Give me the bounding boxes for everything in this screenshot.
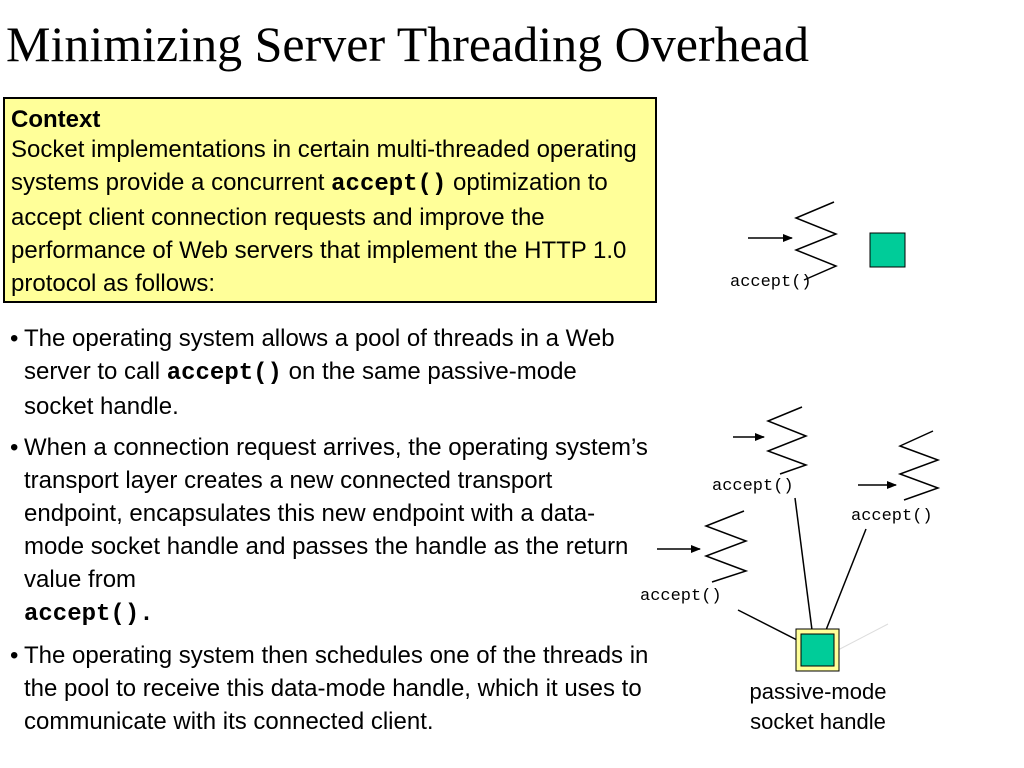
context-text-part-2: optimization to accept client connection… [11,169,627,297]
thread-squiggle-icon [793,201,839,281]
socket-handle-icon [869,232,906,268]
bullet-text: When a connection request arrives, the o… [24,434,648,593]
bullet-text: on the same passive-mode socket handle. [24,358,577,420]
thread-pool-2: accept() [851,430,941,526]
thread-top: accept() [730,201,839,292]
passive-mode-caption: passive-mode socket handle [718,677,918,737]
context-text: Socket implementations in certain multi-… [11,133,649,300]
bullet-item: •When a connection request arrives, the … [10,431,650,631]
context-code: accept() [331,171,447,198]
bullet-marker: • [10,642,19,669]
accept-label: accept() [712,477,794,496]
connector-line [794,497,813,631]
caption-line: passive-mode [749,679,887,704]
slide-title: Minimizing Server Threading Overhead [6,16,810,72]
connector-line [837,623,889,651]
bullet-text: The operating system then schedules one … [24,642,649,735]
context-box: Context Socket implementations in certai… [3,97,657,303]
accept-label: accept() [730,273,812,292]
bullet-marker: • [10,325,19,352]
bullet-code: accept(). [24,601,154,628]
bullet-text: The operating system allows a pool of th… [24,325,615,385]
thread-pool-1: accept() [712,406,809,496]
context-text-part-1: Socket implementations in certain multi-… [11,136,637,196]
bullet-list: •The operating system allows a pool of t… [10,322,650,748]
bullet-code: accept() [166,360,282,387]
connector-line [737,609,798,641]
socket-handle-icon [800,633,835,667]
bullet-item: •The operating system allows a pool of t… [10,322,650,423]
bullet-item: •The operating system then schedules one… [10,639,650,740]
thread-squiggle-icon [897,430,941,501]
thread-pool-3: accept() [640,510,749,606]
context-heading: Context [11,106,101,133]
connector-line [825,528,867,631]
thread-squiggle-icon [765,406,809,475]
passive-mode-handle [795,628,840,672]
bullet-marker: • [10,434,19,461]
thread-squiggle-icon [703,510,749,583]
accept-label: accept() [640,587,722,606]
accept-label: accept() [851,507,933,526]
caption-line: socket handle [750,709,886,734]
